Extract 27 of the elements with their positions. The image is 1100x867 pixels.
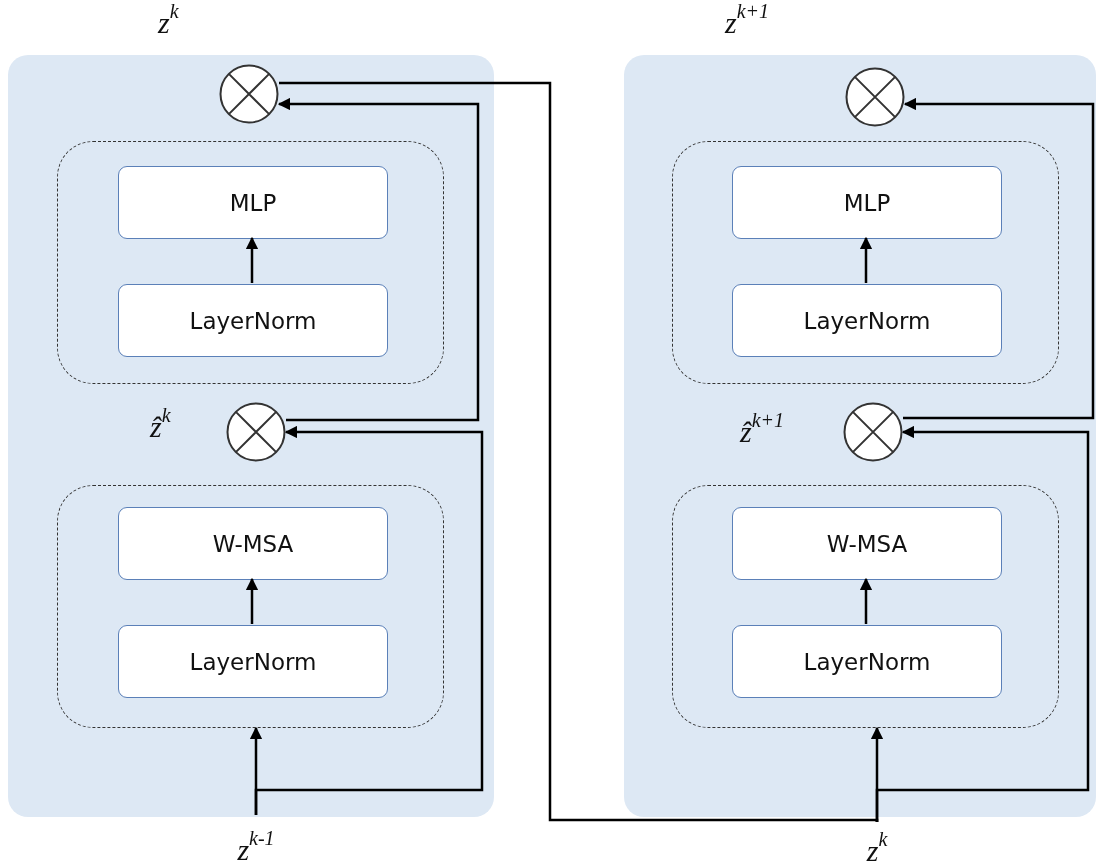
dashed-group bbox=[672, 141, 1059, 384]
arrow bbox=[277, 97, 480, 422]
process-box: W-MSA bbox=[118, 507, 388, 580]
circle-cross-symbol bbox=[226, 402, 286, 462]
process-box: LayerNorm bbox=[732, 284, 1002, 357]
process-box: MLP bbox=[732, 166, 1002, 239]
circle-cross-symbol bbox=[843, 402, 903, 462]
dashed-group bbox=[57, 485, 444, 728]
block-panel bbox=[624, 55, 1096, 817]
circle-cross-symbol bbox=[845, 67, 905, 127]
arrow bbox=[903, 97, 1095, 420]
process-box: W-MSA bbox=[732, 507, 1002, 580]
dashed-group bbox=[57, 141, 444, 384]
dashed-group bbox=[672, 485, 1059, 728]
arrow bbox=[859, 236, 873, 283]
arrow bbox=[245, 236, 259, 283]
block-panel bbox=[8, 55, 494, 817]
process-box: LayerNorm bbox=[732, 625, 1002, 698]
arrow bbox=[859, 577, 873, 624]
arrow bbox=[254, 425, 484, 815]
circle-cross-symbol bbox=[219, 64, 279, 124]
process-box: MLP bbox=[118, 166, 388, 239]
arrow bbox=[245, 577, 259, 624]
connector-line bbox=[279, 81, 879, 824]
process-box: LayerNorm bbox=[118, 625, 388, 698]
process-box: LayerNorm bbox=[118, 284, 388, 357]
arrow bbox=[875, 425, 1090, 822]
